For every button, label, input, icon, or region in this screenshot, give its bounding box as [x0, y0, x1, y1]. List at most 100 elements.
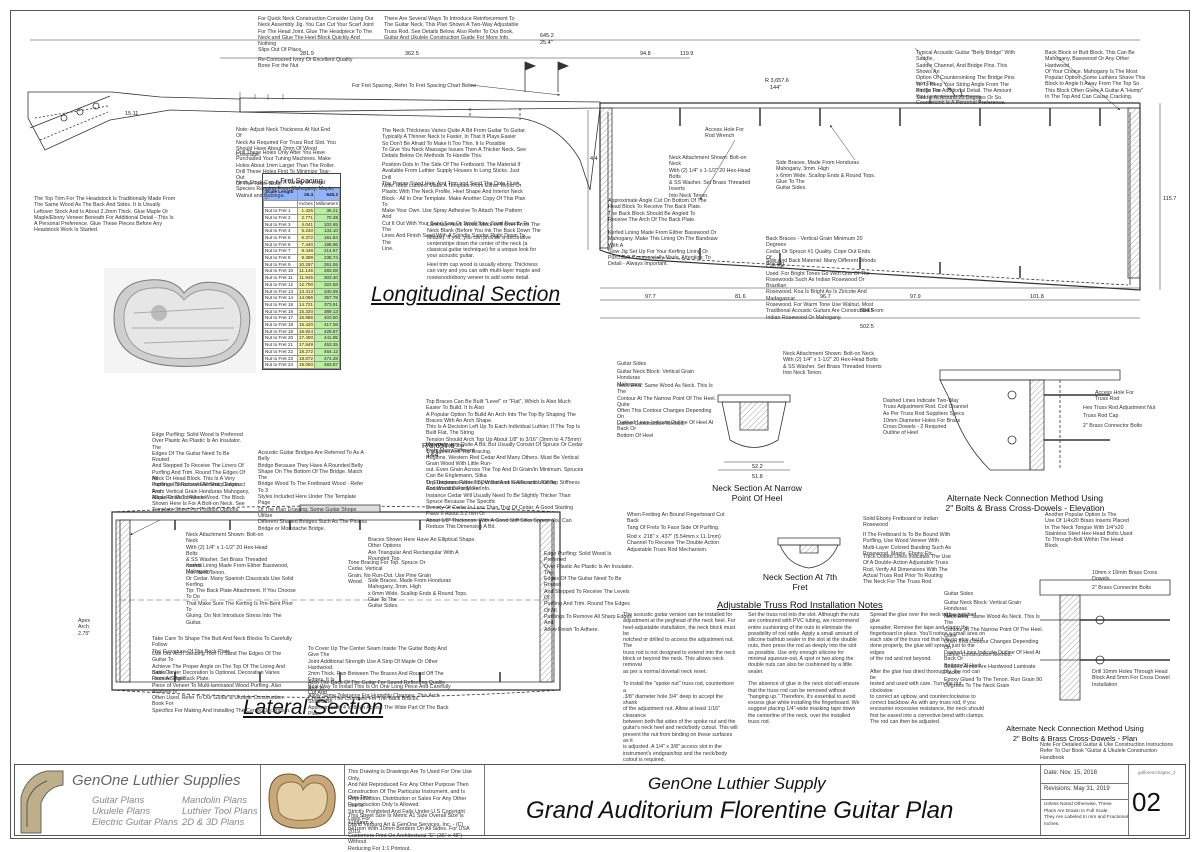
note-plan-10mm: 10mm x 16mm Brass Cross Dowels — [1092, 570, 1158, 583]
note-lateral-braces: Braces Shown Here Have An Elliptical Sha… — [368, 537, 476, 562]
neck-outline — [239, 97, 601, 113]
fret-row-mm: 36.21 — [314, 207, 340, 215]
fret-row-inches: 8.448 — [296, 247, 316, 256]
fret-row-mm: 340.69 — [314, 287, 340, 296]
fret-row-label: Nut to Fret 6 — [263, 240, 298, 249]
fret-row-label: Nut to Fret 18 — [263, 321, 298, 329]
guitar-body-render-image — [104, 268, 256, 373]
note-truss-install-3: Spread the glue over the neck with a not… — [870, 612, 985, 726]
note-heel-cap: Heel trim cap wood is usually ebony. Thi… — [427, 262, 541, 281]
title-image-cell — [261, 765, 345, 835]
brand-electric-plans[interactable]: Electric Guitar Plans — [92, 817, 179, 828]
note-neck-assembly: For Quick Neck Construction Consider Usi… — [258, 16, 374, 54]
note-drill-holes: Drill These Holes Only After You Have Pu… — [236, 150, 336, 188]
dim-d22: 15.11 — [125, 111, 138, 117]
fret-row-inches: 13.413 — [296, 287, 316, 296]
dim-d5: 504.5 — [860, 308, 874, 314]
note-use-arch: Use Our Arch Sanding Tool To Sand The Ed… — [152, 651, 286, 683]
dim-d2: 281.9 — [300, 51, 314, 57]
fret-row-inches: 12.700 — [296, 280, 316, 289]
fret-row-label: Nut to Fret 21 — [263, 341, 298, 349]
note-top-thickness: Top Thickness Varies By Wood And Is A Fu… — [426, 480, 580, 531]
scale-length-label: Scale Length = — [263, 187, 298, 202]
brand-2d3d-plans[interactable]: 2D & 3D Plans — [182, 817, 245, 828]
legal-sheet-size: This Sheet Size Is Metric A1 Size Overal… — [348, 813, 470, 852]
fret-row-label: Nut to Fret 10 — [263, 267, 298, 276]
fret-row-mm: 261.55 — [314, 260, 340, 269]
dim-d3: 94.8 — [640, 51, 651, 57]
fret-row-label: Nut to Fret 14 — [263, 294, 298, 302]
note-plan-2in: 2" Brass Connector Bolts — [1092, 585, 1151, 591]
scale-length-mm: 645.2 — [314, 187, 340, 202]
dim-overall-in: 25.4" — [540, 40, 553, 46]
fret-spacing-table: Fret Spacing Scale Length = 25.4 645.2 I… — [262, 173, 341, 370]
note-purfling-fret: If The Fretboard Is To Be Bound With Pur… — [863, 532, 952, 557]
fret-row-label: Nut to Fret 3 — [263, 220, 298, 229]
note-heel-neck-attach: Neck Attachment Shown: Bolt-on Neck With… — [783, 351, 882, 376]
fret-row-inches: 11.145 — [296, 267, 316, 276]
note-back-block: Back Block or Butt Block. This Can Be Ma… — [1045, 50, 1146, 101]
col-mm: Millimeters — [314, 200, 340, 209]
fret-table-title: Fret Spacing — [263, 174, 340, 188]
note-guitar-sides: Guitar Sides — [617, 361, 647, 367]
fret-row-inches: 16.420 — [296, 321, 316, 329]
brand-mandolin-plans[interactable]: Mandolin Plans — [182, 795, 247, 806]
brand-guitar-plans[interactable]: Guitar Plans — [92, 795, 145, 806]
dim-d20: 52.2 — [752, 464, 763, 470]
title-block — [14, 764, 1186, 836]
note-hex-truss: Hex Truss Rod Adjustment Nut — [1083, 405, 1156, 411]
brand-ukulele-plans[interactable]: Ukulele Plans — [92, 806, 151, 817]
dim-d11: 101.8 — [1030, 294, 1044, 300]
note-back-braces: Back Braces - Vertical Grain Minimum 20 … — [766, 236, 871, 268]
fret-row-inches: 16.924 — [296, 327, 316, 336]
fret-row-mm: 161.84 — [314, 233, 340, 242]
note-dowel-holes: 10mm Diameter Holes For Brass Cross Dowe… — [883, 418, 961, 431]
fret-row-label: Nut to Fret 19 — [263, 327, 298, 336]
fret-row-mm: 283.08 — [314, 267, 340, 276]
fret-row-label: Nut to Fret 2 — [263, 213, 298, 222]
neck-section-7th — [777, 537, 841, 569]
longitudinal-section — [27, 39, 1161, 319]
dim-r3657-long-in: 144" — [770, 85, 781, 91]
title-legal-cell — [345, 765, 485, 835]
title-main-cell — [485, 765, 1041, 835]
fret-row-inches: 9.399 — [296, 254, 316, 262]
fret-row-label: Nut to Fret 15 — [263, 300, 298, 309]
scale-length-in: 25.4 — [296, 187, 316, 202]
note-take-care: Take Care To Shape The Butt And Neck Blo… — [152, 636, 292, 655]
note-access-hole: Access Hole For Truss Rod — [1095, 390, 1134, 403]
note-position-dots: Position Dots In The Side Of The Fretboa… — [382, 162, 521, 187]
fret-row-inches: 2.771 — [296, 213, 316, 222]
fret-row-label: Nut to Fret 23 — [263, 354, 298, 363]
fret-row-mm: 188.96 — [314, 240, 340, 249]
dim-r3657-long: R 3,657.6 — [765, 78, 789, 84]
note-headstock-veneer: The Top Trim For The Headstock Is Tradit… — [34, 196, 176, 234]
note-rod-spec: Rod x .218" x .437" (5.54mm x 11.1mm) Ch… — [627, 534, 721, 553]
legal-use: This Drawing is Drawings Are To Used For… — [348, 769, 472, 808]
fret-row-label: Nut to Fret 4 — [263, 227, 298, 235]
dim-d10: 97.9 — [910, 294, 921, 300]
dim-d19: 51.8 — [752, 474, 763, 480]
fret-row-label: Nut to Fret 1 — [263, 207, 298, 215]
fret-row-label: Nut to Fret 8 — [263, 254, 298, 262]
dim-d4: 119.9 — [680, 51, 693, 57]
fret-row-mm: 474.28 — [314, 354, 340, 363]
fret-row-label: Nut to Fret 9 — [263, 260, 298, 269]
dim-d13: 4.4 — [590, 156, 598, 162]
note-tone-bracing: Tone Bracing For Top. Spruce Or Cedar, V… — [348, 560, 432, 585]
note-adjust-neck: Note: Adjust Neck Thickness At Nut End O… — [236, 127, 336, 159]
note-arch-back: Arch The Back Of The Guitar For Sound Re… — [308, 680, 449, 718]
brand-tool-plans[interactable]: Luthier Tool Plans — [182, 806, 258, 817]
fret-row-inches: 1.425 — [296, 207, 316, 215]
note-plan-drill: Drill 10mm Holes Through Head Block And … — [1092, 669, 1170, 688]
